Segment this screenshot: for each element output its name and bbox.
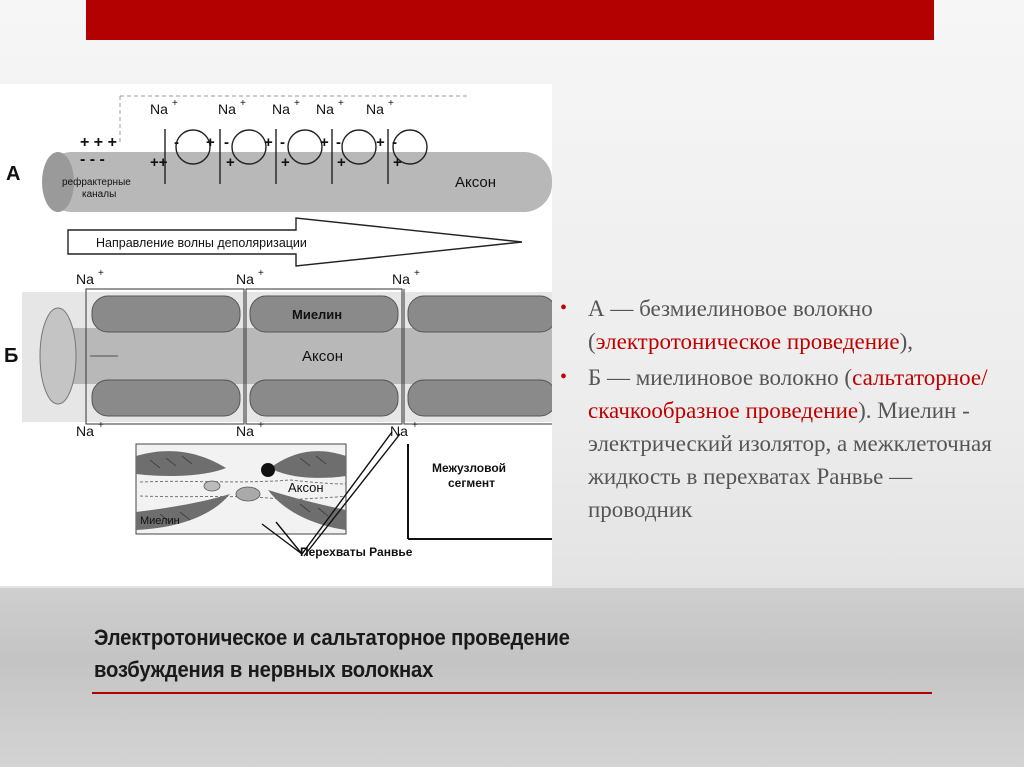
na-sup: + (258, 420, 264, 431)
top-accent-bar (86, 0, 934, 40)
bullet-text-suffix: ), (899, 329, 913, 354)
direction-arrow-icon (67, 217, 523, 267)
svg-text:++: ++ (150, 154, 168, 171)
direction-arrow-label: Направление волны деполяризации (96, 236, 307, 250)
svg-text:+: + (320, 134, 329, 151)
na-label: Na (392, 271, 410, 287)
na-labels-a: Na + Na + Na + Na + Na + (150, 98, 394, 117)
micro-myelin-label: Миелин (140, 515, 180, 527)
bullet-highlight: сальтаторное/скачкообразное проведение (588, 365, 988, 423)
na-sup: + (98, 268, 104, 279)
myelin-segments (91, 295, 552, 417)
charges-a: ++ - + - + + - + + - + + - + (150, 134, 402, 171)
bullet-item-myelinated: • Б — миелиновое волокно (сальтаторное/с… (560, 361, 1000, 526)
minus-row-top: - - - (80, 151, 105, 168)
bullet-icon: • (560, 297, 568, 319)
svg-text:+: + (226, 154, 235, 171)
nodes-pointer-lines (261, 431, 401, 557)
na-sup: + (388, 98, 394, 109)
na-label: Na (218, 101, 236, 117)
na-label: Na (366, 101, 384, 117)
na-label: Na (390, 423, 408, 439)
refractory-label-1: рефрактерные (62, 176, 131, 188)
bullet-text: Б — миелиновое волокно ( (588, 365, 853, 390)
na-label: Na (316, 101, 334, 117)
svg-text:+: + (206, 134, 215, 151)
axon-b-body (44, 328, 552, 384)
svg-text:+: + (393, 154, 402, 171)
na-sup: + (414, 268, 420, 279)
title-underline (92, 692, 932, 694)
na-sup: + (258, 268, 264, 279)
internode-segment (407, 444, 552, 540)
micro-axon-label: Аксон (288, 480, 324, 495)
na-sup: + (98, 420, 104, 431)
na-label: Na (150, 101, 168, 117)
svg-text:+: + (376, 134, 385, 151)
na-labels-b: Na + Na + Na + Na + Na + Na + (76, 268, 420, 439)
axon-a-body (44, 152, 552, 212)
na-sup: + (240, 98, 246, 109)
axon-b-end (39, 307, 77, 405)
axon-a-label: Аксон (455, 174, 496, 191)
plus-row-top: + + + (80, 134, 117, 151)
nodes-ranvier-label: Перехваты Ранвье (300, 545, 413, 559)
na-label: Na (236, 271, 254, 287)
lower-band (0, 588, 1024, 767)
local-currents-a (164, 129, 428, 184)
slide-title: Электротоническое и сальтаторное проведе… (94, 622, 793, 686)
myelin-label: Миелин (292, 307, 342, 322)
internode-label-2: сегмент (448, 476, 495, 490)
na-label: Na (272, 101, 290, 117)
refractory-label-2: каналы (82, 189, 116, 200)
svg-text:-: - (392, 134, 397, 151)
na-sup: + (338, 98, 344, 109)
figure-svg: А Аксон + + + - - - рефрактерные каналы (4, 95, 552, 559)
label-a: А (6, 163, 20, 185)
na-label: Na (76, 271, 94, 287)
svg-text:+: + (281, 154, 290, 171)
bullet-item-unmyelinated: • А — безмиелиновое волокно (электротони… (560, 292, 1000, 358)
na-label: Na (236, 423, 254, 439)
na-label: Na (76, 423, 94, 439)
svg-text:-: - (280, 134, 285, 151)
axon-a-end (42, 152, 74, 212)
bullet-text: А — безмиелиновое волокно ( (588, 296, 873, 354)
nerve-fiber-figure: А Аксон + + + - - - рефрактерные каналы (0, 84, 552, 586)
slide-title-line-1: Электротоническое и сальтаторное проведе… (94, 625, 570, 650)
bullet-icon: • (560, 366, 568, 388)
axon-b-label: Аксон (302, 348, 343, 365)
internode-label-1: Межузловой (432, 461, 506, 475)
svg-text:-: - (174, 134, 179, 151)
na-sup: + (412, 420, 418, 431)
svg-text:+: + (337, 154, 346, 171)
na-sup: + (172, 98, 178, 109)
label-b: Б (4, 345, 18, 367)
na-sup: + (294, 98, 300, 109)
svg-text:-: - (224, 134, 229, 151)
slide-title-line-2: возбуждения в нервных волокнах (94, 657, 434, 682)
bullet-list: • А — безмиелиновое волокно (электротони… (560, 292, 1000, 529)
saltatory-loops (85, 288, 552, 425)
svg-text:+: + (264, 134, 273, 151)
bullet-highlight: электротоническое проведение (595, 329, 900, 354)
svg-text:-: - (336, 134, 341, 151)
bullet-text-suffix: ). Миелин - электрический изолятор, а ме… (588, 398, 992, 522)
node-of-ranvier-micrograph (135, 443, 347, 535)
